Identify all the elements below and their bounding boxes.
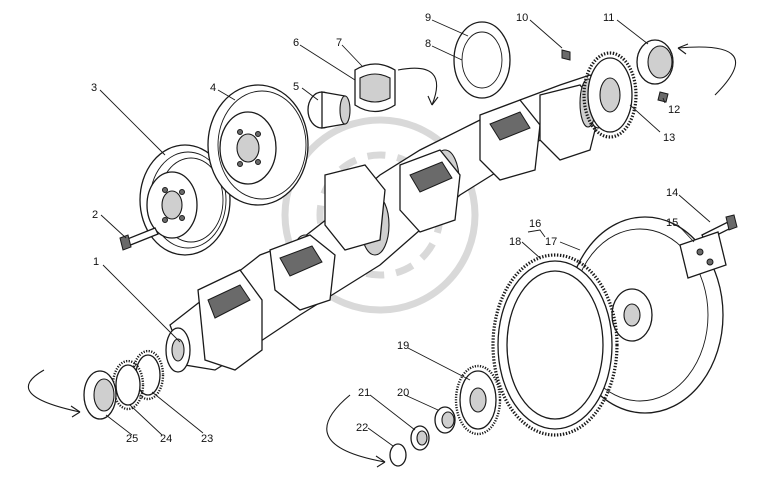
callout-12: 12 — [668, 104, 680, 116]
pin — [657, 91, 669, 103]
pin — [561, 49, 571, 61]
leader-lines — [99, 19, 711, 447]
pulley — [139, 144, 231, 256]
callout-8: 8 — [425, 38, 431, 50]
pulley-hub — [307, 91, 351, 129]
callout-14: 14 — [666, 187, 678, 199]
assembly-arrow — [397, 67, 438, 106]
ring-gear — [491, 253, 619, 437]
callout-4: 4 — [210, 82, 216, 94]
crankshaft — [165, 71, 612, 373]
thrust-half-ring — [354, 63, 396, 113]
assembly-arrow — [326, 394, 386, 463]
callout-22: 22 — [356, 422, 368, 434]
callout-24: 24 — [160, 433, 172, 445]
callout-11: 11 — [603, 12, 614, 24]
callout-2: 2 — [92, 209, 98, 221]
assembly-arrow-head — [70, 405, 81, 418]
assembly-arrow-head — [427, 95, 439, 106]
callout-5: 5 — [293, 81, 299, 93]
assembly-arrow — [27, 369, 81, 413]
callout-18: 18 — [509, 236, 521, 248]
callout-9: 9 — [425, 12, 431, 24]
front-ring-25 — [83, 370, 117, 420]
callout-7: 7 — [336, 37, 342, 49]
pump-drive-gear — [454, 364, 502, 436]
callout-20: 20 — [397, 387, 409, 399]
callout-16: 16 — [529, 218, 541, 230]
callout-6: 6 — [293, 37, 299, 49]
crankshaft-gear — [582, 51, 638, 139]
snap-ring-22 — [389, 443, 407, 467]
bearing-20 — [434, 406, 456, 434]
callout-15: 15 — [666, 217, 678, 229]
callout-21: 21 — [358, 387, 370, 399]
callout-19: 19 — [397, 340, 409, 352]
pulley-bolt — [119, 227, 159, 251]
lock-plate — [679, 231, 727, 279]
front-gear-24 — [111, 359, 145, 411]
callout-25: 25 — [126, 433, 138, 445]
callout-23: 23 — [201, 433, 213, 445]
callout-1: 1 — [93, 256, 99, 268]
assembly-arrow-head — [677, 43, 689, 55]
bushing-21 — [410, 425, 430, 451]
seal-plate — [453, 21, 511, 99]
callout-17: 17 — [545, 236, 557, 248]
bearing — [636, 39, 674, 85]
callout-3: 3 — [91, 82, 97, 94]
torsional-damper — [207, 84, 309, 206]
callout-13: 13 — [663, 132, 675, 144]
callout-10: 10 — [516, 12, 528, 24]
assembly-arrow-head — [375, 455, 386, 468]
assembly-arrow — [677, 46, 736, 96]
